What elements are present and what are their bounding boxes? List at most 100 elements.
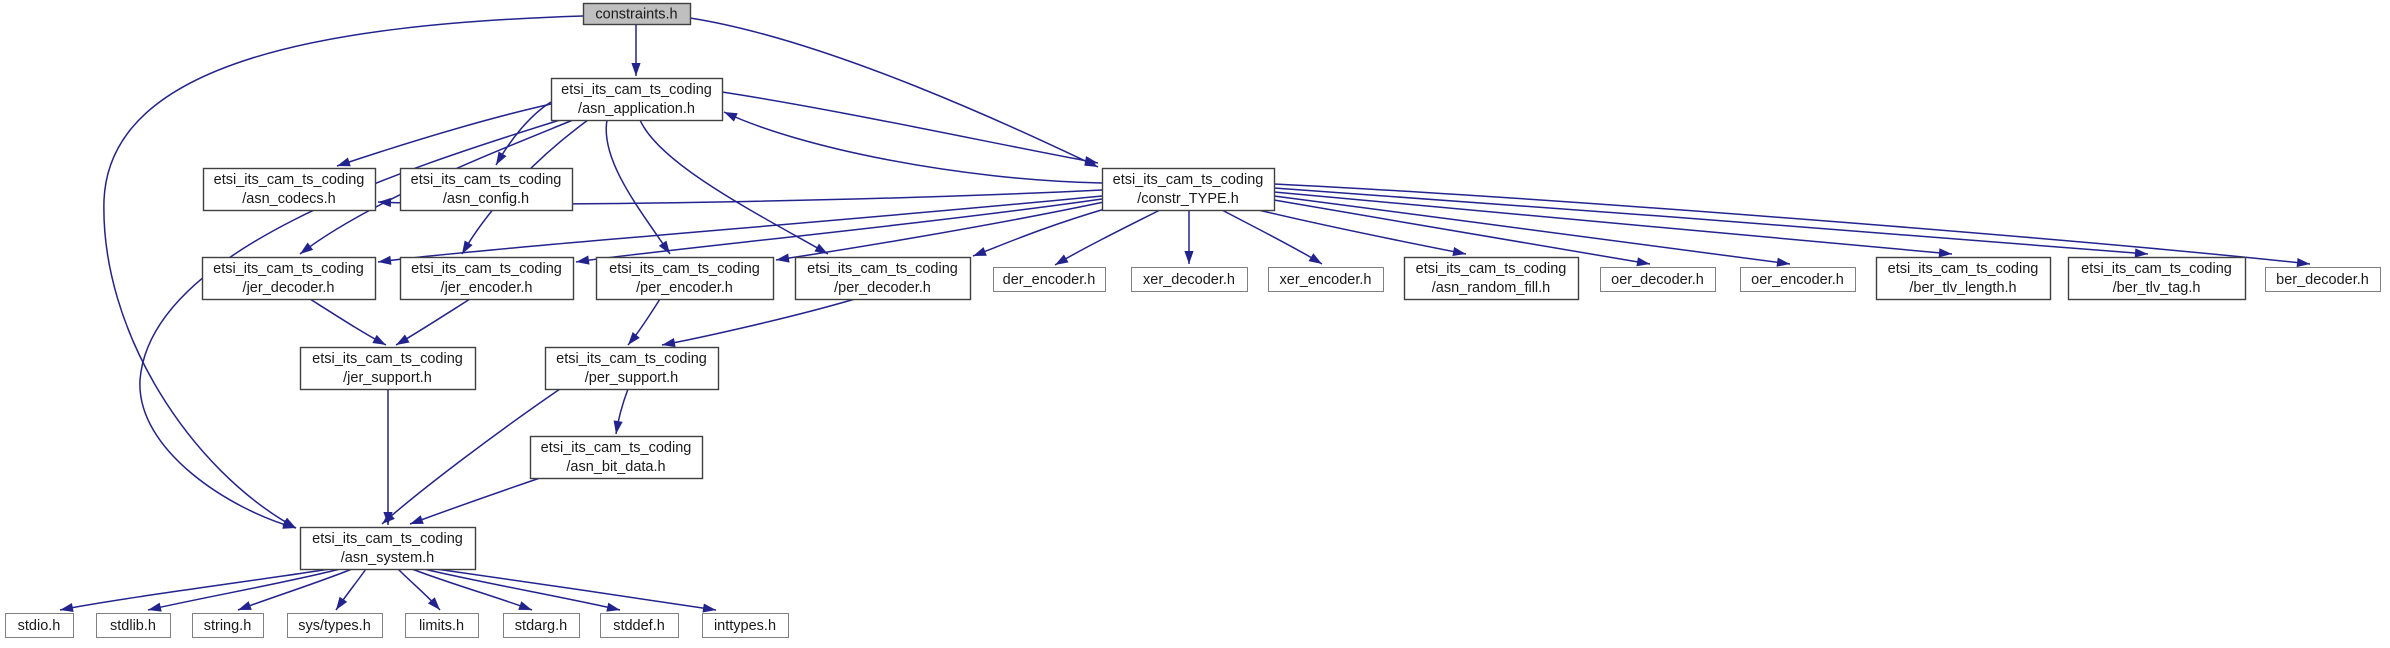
- node-sys_types[interactable]: sys/types.h: [287, 613, 383, 638]
- node-string[interactable]: string.h: [192, 613, 264, 638]
- node-box[interactable]: [1131, 267, 1248, 292]
- edge-constr_TYPE-to-ber_tlv_tag: [1273, 187, 2149, 258]
- node-xer_encoder[interactable]: xer_encoder.h: [1268, 267, 1384, 292]
- node-der_encoder[interactable]: der_encoder.h: [993, 267, 1106, 292]
- node-box[interactable]: [600, 613, 679, 638]
- node-box[interactable]: [702, 613, 789, 638]
- arrow-head-icon: [606, 602, 620, 612]
- edge-line: [721, 91, 1099, 164]
- arrow-head-icon: [337, 157, 351, 167]
- edge-asn_application-to-asn_config: [495, 101, 552, 166]
- node-box[interactable]: [202, 167, 377, 212]
- edge-line: [147, 568, 341, 611]
- node-label-line1: etsi_its_cam_ts_coding: [213, 261, 364, 277]
- node-label-line2: /asn_system.h: [341, 550, 435, 566]
- node-per_encoder[interactable]: etsi_its_cam_ts_coding/per_encoder.h: [595, 256, 775, 301]
- node-label-line2: /asn_config.h: [443, 191, 529, 207]
- node-box[interactable]: [299, 526, 477, 571]
- node-box[interactable]: [794, 256, 972, 301]
- node-box[interactable]: [192, 613, 264, 638]
- node-box[interactable]: [503, 613, 580, 638]
- node-asn_bit_data[interactable]: etsi_its_cam_ts_coding/asn_bit_data.h: [529, 435, 704, 480]
- edge-line: [1273, 183, 2311, 265]
- node-box[interactable]: [5, 613, 74, 638]
- node-box[interactable]: [2067, 256, 2247, 301]
- node-ber_tlv_length[interactable]: etsi_its_cam_ts_coding/ber_tlv_length.h: [1875, 256, 2052, 301]
- node-inttypes[interactable]: inttypes.h: [702, 613, 789, 638]
- node-box[interactable]: [993, 267, 1106, 292]
- edge-line: [1273, 195, 1791, 265]
- node-label: stdarg.h: [515, 618, 567, 634]
- node-box[interactable]: [1101, 167, 1276, 212]
- node-label: ber_decoder.h: [2276, 272, 2369, 288]
- node-label: limits.h: [419, 618, 464, 634]
- node-box[interactable]: [201, 256, 377, 301]
- arrow-head-icon: [396, 334, 410, 345]
- edge-jer_support-to-asn_system: [383, 389, 393, 525]
- edge-line: [309, 298, 387, 346]
- node-box[interactable]: [1600, 267, 1716, 292]
- node-box[interactable]: [529, 435, 704, 480]
- node-label: inttypes.h: [714, 618, 776, 634]
- node-box[interactable]: [1740, 267, 1856, 292]
- node-stddef[interactable]: stddef.h: [600, 613, 679, 638]
- node-jer_support[interactable]: etsi_its_cam_ts_coding/jer_support.h: [299, 346, 477, 391]
- node-label: xer_encoder.h: [1280, 272, 1372, 288]
- node-per_decoder[interactable]: etsi_its_cam_ts_coding/per_decoder.h: [794, 256, 972, 301]
- node-xer_decoder[interactable]: xer_decoder.h: [1131, 267, 1248, 292]
- edge-line: [661, 298, 856, 346]
- node-limits[interactable]: limits.h: [405, 613, 479, 638]
- node-box[interactable]: [399, 256, 575, 301]
- node-box[interactable]: [1403, 256, 1580, 301]
- node-box[interactable]: [96, 613, 171, 638]
- node-box[interactable]: [1268, 267, 1384, 292]
- edge-asn_application-to-per_decoder: [639, 119, 829, 255]
- node-constraints[interactable]: constraints.h: [582, 2, 692, 26]
- edge-constr_TYPE-to-der_encoder: [1054, 209, 1161, 266]
- node-asn_codecs[interactable]: etsi_its_cam_ts_coding/asn_codecs.h: [202, 167, 377, 212]
- node-box[interactable]: [299, 346, 477, 391]
- node-ber_tlv_tag[interactable]: etsi_its_cam_ts_coding/ber_tlv_tag.h: [2067, 256, 2247, 301]
- edge-constr_TYPE-to-asn_application: [723, 111, 1103, 184]
- node-label-line1: etsi_its_cam_ts_coding: [561, 82, 712, 98]
- node-asn_config[interactable]: etsi_its_cam_ts_coding/asn_config.h: [399, 167, 574, 212]
- node-label: der_encoder.h: [1003, 272, 1096, 288]
- arrow-head-icon: [613, 420, 623, 434]
- node-oer_decoder[interactable]: oer_decoder.h: [1600, 267, 1716, 292]
- node-asn_system[interactable]: etsi_its_cam_ts_coding/asn_system.h: [299, 526, 477, 571]
- node-stdarg[interactable]: stdarg.h: [503, 613, 580, 638]
- node-asn_random_fill[interactable]: etsi_its_cam_ts_coding/asn_random_fill.h: [1403, 256, 1580, 301]
- edge-line: [423, 568, 621, 611]
- arrow-head-icon: [814, 243, 828, 254]
- node-box[interactable]: [399, 167, 574, 212]
- node-box[interactable]: [544, 346, 720, 391]
- node-box[interactable]: [405, 613, 479, 638]
- arrow-head-icon: [1184, 251, 1194, 264]
- node-label: stdlib.h: [110, 618, 156, 634]
- node-box[interactable]: [550, 77, 724, 122]
- node-layer: constraints.h etsi_its_cam_ts_coding/asn_…: [5, 2, 2381, 638]
- edge-asn_system-to-stdarg: [411, 568, 533, 611]
- node-per_support[interactable]: etsi_its_cam_ts_coding/per_support.h: [544, 346, 720, 391]
- node-jer_decoder[interactable]: etsi_its_cam_ts_coding/jer_decoder.h: [201, 256, 377, 301]
- node-box[interactable]: [1875, 256, 2052, 301]
- node-box[interactable]: [595, 256, 775, 301]
- node-oer_encoder[interactable]: oer_encoder.h: [1740, 267, 1856, 292]
- node-label-line1: etsi_its_cam_ts_coding: [2081, 261, 2232, 277]
- node-stdio[interactable]: stdio.h: [5, 613, 74, 638]
- node-stdlib[interactable]: stdlib.h: [96, 613, 171, 638]
- node-box[interactable]: [2265, 267, 2381, 292]
- node-label-line1: etsi_its_cam_ts_coding: [214, 172, 365, 188]
- node-asn_application[interactable]: etsi_its_cam_ts_coding/asn_application.h: [550, 77, 724, 122]
- node-constr_TYPE[interactable]: etsi_its_cam_ts_coding/constr_TYPE.h: [1101, 167, 1276, 212]
- arrow-head-icon: [628, 332, 640, 345]
- edge-line: [1273, 191, 1953, 255]
- edge-line: [377, 195, 1103, 263]
- node-ber_decoder[interactable]: ber_decoder.h: [2265, 267, 2381, 292]
- node-jer_encoder[interactable]: etsi_its_cam_ts_coding/jer_encoder.h: [399, 256, 575, 301]
- arrow-head-icon: [631, 63, 641, 76]
- node-box[interactable]: [287, 613, 383, 638]
- node-box[interactable]: [582, 2, 692, 26]
- node-label-line1: etsi_its_cam_ts_coding: [556, 351, 707, 367]
